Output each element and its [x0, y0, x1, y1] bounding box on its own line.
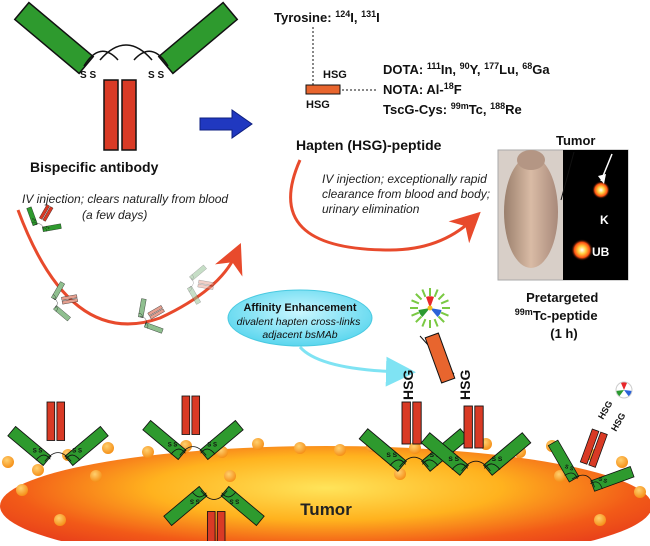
disulfide-label: S S: [564, 464, 575, 473]
radioactive-icon: [615, 381, 633, 399]
tumor-cell-dot: [294, 442, 306, 454]
tumor-cell-dot: [224, 470, 236, 482]
iv-injection-right: IV injection; exceptionally rapid cleara…: [322, 172, 493, 216]
disulfide-label: S S: [430, 452, 441, 459]
bladder-signal: [571, 239, 593, 261]
pretargeted-caption: Pretargeted 99mTc-peptide (1 h): [515, 290, 602, 341]
disulfide-label: S S: [72, 449, 82, 455]
bladder-label: UB: [592, 245, 610, 259]
radioactive-icon: [410, 288, 450, 328]
tumor-cell-dot: [142, 446, 154, 458]
clearance-arrow-right: [289, 159, 481, 252]
tumor-label: Tumor: [300, 500, 352, 519]
antibody: S S S S: [547, 428, 635, 492]
tumor-cell-dot: [102, 442, 114, 454]
disulfide-label: S S: [33, 449, 43, 455]
disulfide-label: S S: [190, 497, 200, 503]
tumor-cell-dot: [90, 470, 102, 482]
tumor-cell-dot: [554, 470, 566, 482]
clearance-arrow-left: [16, 209, 243, 326]
tumor-cell-dot: [2, 456, 14, 468]
disulfide-label: S S: [45, 225, 50, 230]
disulfide-label: S S: [492, 456, 503, 463]
disulfide-label: S S: [31, 217, 36, 222]
disulfide-label: S S: [597, 476, 608, 485]
tumor-cell-dot: [616, 456, 628, 468]
tumor-cell-dot: [252, 438, 264, 450]
bispecific-antibody-label: Bispecific antibody: [30, 159, 159, 175]
tumor-bound-antibodies: S S S S S S S S S S S S S S S S S S S S S S S S: [7, 395, 635, 546]
antibody: [51, 281, 78, 322]
disulfide-label: S S: [230, 497, 240, 503]
tumor-signal: [592, 181, 610, 199]
antibody: [138, 298, 165, 334]
iv-injection-left: IV injection; clears naturally from bloo…: [22, 192, 231, 222]
dota-isotopes: DOTA: 111In, 90Y, 177Lu, 68Ga: [383, 61, 550, 77]
hsg-label: HSG: [596, 399, 614, 421]
affinity-enhancement-bubble: Affinity Enhancement divalent hapten cro…: [227, 289, 373, 347]
tumor-cell-dot: [16, 484, 28, 496]
bispecific-antibody-large: S S S S: [13, 1, 239, 151]
tumor-cell-dot: [32, 464, 44, 476]
affinity-description: divalent hapten cross-links adjacent bsM…: [237, 316, 364, 341]
tumor-cell-dot: [54, 514, 66, 526]
mouse-imaging-panel: K UB Tumor Pretargeted 99mTc-peptide (1 …: [497, 133, 629, 341]
tumor-cell-dot: [409, 442, 421, 454]
tumor-cell-dot: [334, 444, 346, 456]
tumor-cell-dot: [594, 514, 606, 526]
affinity-arrow: [298, 345, 416, 387]
hapten-peptide-title: Hapten (HSG)-peptide: [296, 137, 442, 153]
kidney-label: K: [600, 213, 609, 227]
disulfide-label: S S: [168, 443, 178, 449]
tumor-cell-dot: [634, 486, 646, 498]
hsg-label: HSG: [306, 99, 330, 111]
disulfide-label: S S: [207, 443, 217, 449]
antibody: [187, 264, 215, 305]
hsg-label: HSG: [323, 69, 347, 81]
tyrosine-isotopes: Tyrosine: 124I, 131I: [274, 9, 380, 25]
hsg-label: HSG: [400, 370, 416, 400]
circulating-antibodies: S S S S: [26, 204, 215, 334]
hsg-label: HSG: [609, 411, 627, 433]
disulfide-label: S S: [148, 70, 164, 81]
antibody: S SS S: [163, 485, 265, 546]
scintigraphy-image: [563, 150, 628, 280]
disulfide-label: S S: [80, 70, 96, 81]
tscg-isotopes: TscG-Cys: 99mTc, 188Re: [383, 101, 522, 117]
mouse-body: [504, 156, 558, 268]
divalent-hsg-peptide: HSG HSG: [400, 332, 473, 400]
affinity-title: Affinity Enhancement: [243, 302, 356, 314]
hapten-peptide-structure: HSG HSG: [305, 27, 378, 111]
disulfide-label: S S: [448, 456, 459, 463]
mouse-tumor-label: Tumor: [556, 133, 595, 148]
blue-arrow-icon: [199, 109, 253, 139]
nota-isotopes: NOTA: Al-18F: [383, 81, 462, 97]
disulfide-label: S S: [386, 452, 397, 459]
hsg-label: HSG: [457, 370, 473, 400]
antibody: S S S S: [26, 204, 62, 232]
